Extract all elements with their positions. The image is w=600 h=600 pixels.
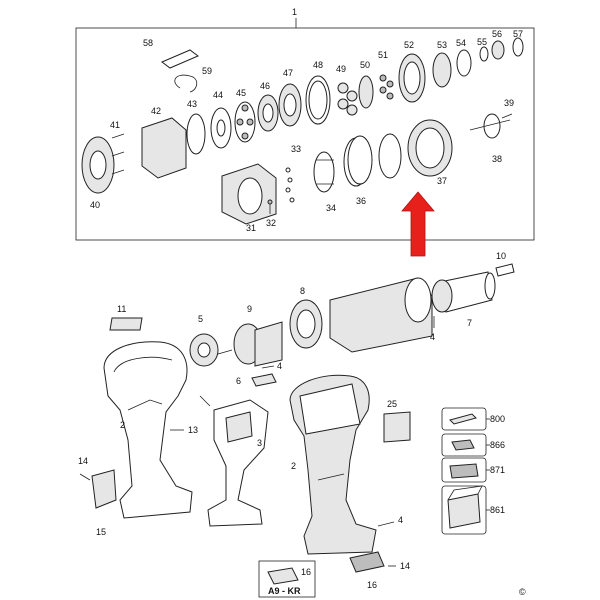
callout-37: 37 [437, 176, 447, 186]
callout-47: 47 [283, 68, 293, 78]
copyright-mark: © [519, 587, 526, 597]
red-arrow-icon [401, 191, 435, 257]
callout-2-left: 2 [120, 420, 125, 430]
callout-38: 38 [492, 154, 502, 164]
callout-50: 50 [360, 60, 370, 70]
callout-31: 31 [246, 223, 256, 233]
motor-parts: 9 5 6 4 [189, 304, 283, 387]
callout-41: 41 [110, 120, 120, 130]
callout-59: 59 [202, 66, 212, 76]
callout-48: 48 [313, 60, 323, 70]
callout-3: 3 [257, 438, 262, 448]
callout-15: 15 [96, 527, 106, 537]
callout-4-lower: 4 [398, 515, 403, 525]
callout-32: 32 [266, 218, 276, 228]
callout-55: 55 [477, 37, 487, 47]
callout-2-right: 2 [291, 461, 296, 471]
callout-16-kit: 16 [301, 567, 311, 577]
callout-51: 51 [378, 50, 388, 60]
callout-52: 52 [404, 40, 414, 50]
gearbox-assembly-box: 1 [75, 7, 535, 241]
callout-53: 53 [437, 40, 447, 50]
callout-4-mid: 4 [277, 361, 282, 371]
gearbox-parts: 58 59 43 44 45 46 47 48 49 50 [143, 29, 524, 155]
kit-label: A9 - KR [268, 586, 301, 596]
callout-13: 13 [188, 425, 198, 435]
callout-25: 25 [387, 399, 397, 409]
callout-9: 9 [247, 304, 252, 314]
callout-56: 56 [492, 29, 502, 39]
callout-40: 40 [90, 200, 100, 210]
callout-16: 16 [367, 580, 377, 590]
callout-14-right: 14 [400, 561, 410, 571]
callout-42: 42 [151, 106, 161, 116]
callout-49: 49 [336, 64, 346, 74]
right-housing-half: 2 25 4 [289, 374, 411, 555]
gearbox-parts-lower: 40 41 42 31 32 33 34 36 37 38 [81, 98, 514, 233]
accessory-800: 800 [490, 414, 505, 424]
callout-1: 1 [292, 7, 297, 17]
callout-33: 33 [291, 144, 301, 154]
callout-57: 57 [513, 29, 523, 39]
callout-43: 43 [187, 99, 197, 109]
callout-54: 54 [456, 38, 466, 48]
callout-8: 8 [300, 286, 305, 296]
callout-6: 6 [236, 376, 241, 386]
trigger-switch: 3 [199, 395, 269, 527]
left-housing-half: 11 2 13 14 15 [78, 304, 198, 537]
accessory-871: 871 [490, 465, 505, 475]
accessory-861: 861 [490, 505, 505, 515]
callout-34: 34 [326, 203, 336, 213]
callout-58: 58 [143, 38, 153, 48]
callout-36: 36 [356, 196, 366, 206]
callout-39: 39 [504, 98, 514, 108]
callout-11: 11 [117, 304, 126, 314]
accessories-panel: 800 866 871 861 [441, 407, 505, 535]
callout-46: 46 [260, 81, 270, 91]
callout-14-left: 14 [78, 456, 88, 466]
callout-10: 10 [496, 251, 506, 261]
callout-4-upper: 4 [430, 332, 435, 342]
callout-44: 44 [213, 90, 223, 100]
callout-5: 5 [198, 314, 203, 324]
callout-7: 7 [467, 318, 472, 328]
accessory-866: 866 [490, 440, 505, 450]
kit-parts: 16 A9 - KR 16 14 [258, 551, 410, 598]
motor-gearbox-assembly: 8 7 10 4 [289, 251, 515, 353]
callout-45: 45 [236, 88, 246, 98]
